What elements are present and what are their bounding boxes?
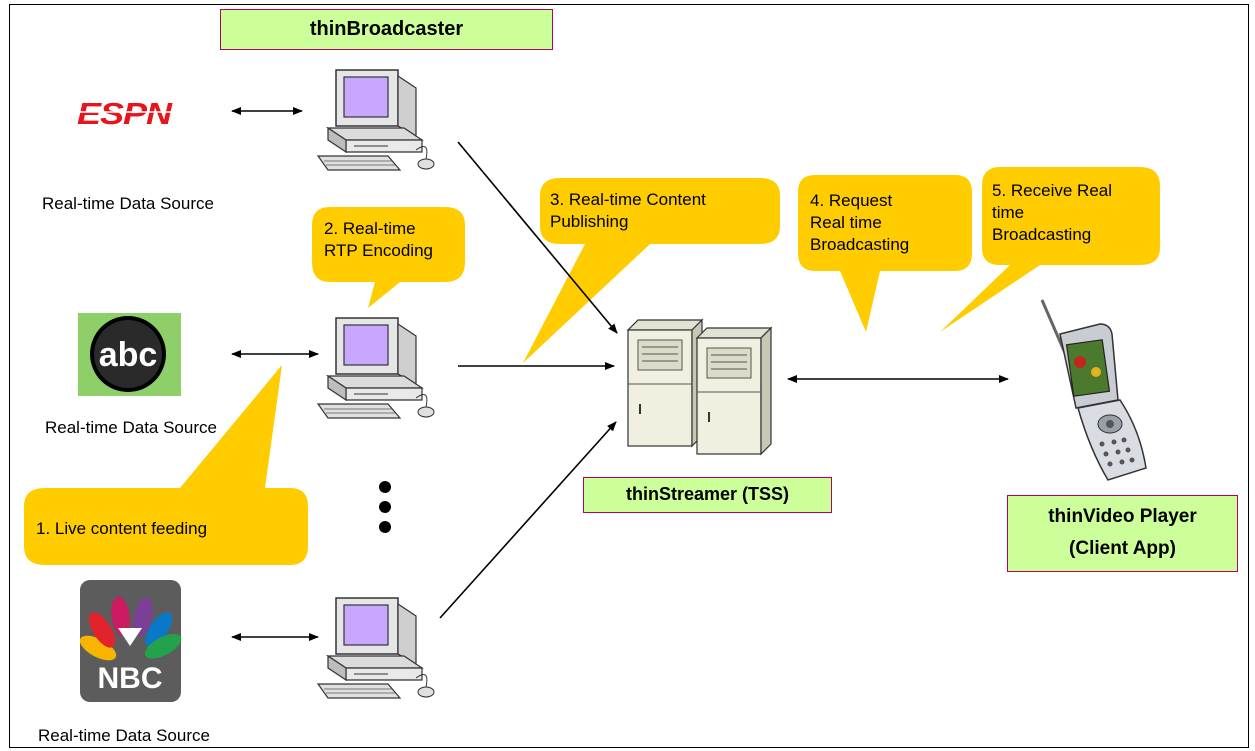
callout-4-line1: 4. Request: [810, 191, 893, 210]
callout-5-line3: Broadcasting: [992, 225, 1092, 244]
computer-icon-2: [317, 317, 435, 419]
callout-4-text: 4. Request Real time Broadcasting: [810, 190, 909, 256]
callout-5-line2: time: [992, 203, 1025, 222]
player-title-line1: thinVideo Player: [1048, 506, 1197, 527]
ellipsis-dot-2: [379, 501, 391, 513]
streamer-title: thinStreamer (TSS): [583, 477, 832, 513]
callout-2-text: 2. Real-time RTP Encoding: [324, 218, 433, 262]
broadcaster-title: thinBroadcaster: [220, 9, 553, 50]
player-title-line2: (Client App): [1069, 538, 1176, 559]
callout-5-line1: 5. Receive Real: [992, 181, 1113, 200]
callout-4-line2: Real time: [810, 213, 882, 232]
callout-1-bubble: [24, 365, 308, 565]
player-title: thinVideo Player (Client App): [1007, 495, 1238, 572]
callout-2-bubble: [312, 207, 465, 308]
svg-text:NBC: NBC: [98, 662, 163, 695]
server-icon: [626, 318, 773, 456]
callout-2-line1: 2. Real-time: [324, 219, 416, 238]
computer-icon-1: [317, 69, 435, 171]
arrow-pc1-streamer: [457, 141, 618, 334]
source-label-espn: Real-time Data Source: [42, 194, 214, 213]
callout-4-bubble: [798, 175, 972, 332]
callout-1-text: 1. Live content feeding: [36, 519, 208, 538]
source-label-nbc: Real-time Data Source: [38, 726, 210, 745]
callout-5-text: 5. Receive Real time Broadcasting: [992, 180, 1112, 246]
espn-logo: ESPN: [77, 97, 174, 131]
ellipsis-dot-3: [379, 521, 391, 533]
callout-3-bubble: [523, 178, 780, 363]
callout-5-bubble: [940, 167, 1160, 332]
source-label-abc: Real-time Data Source: [45, 418, 217, 437]
callout-3-line1: 3. Real-time Content: [550, 190, 706, 209]
callout-3-text: 3. Real-time Content Publishing: [550, 189, 706, 233]
callout-3-line2: Publishing: [550, 212, 629, 231]
callout-2-line2: RTP Encoding: [324, 241, 433, 260]
nbc-logo: NBC: [79, 580, 182, 702]
computer-icon-3: [317, 597, 435, 699]
callout-4-line3: Broadcasting: [810, 235, 910, 254]
diagram-frame: [9, 4, 1249, 748]
svg-text:abc: abc: [99, 336, 158, 374]
abc-logo: abc: [78, 313, 181, 396]
flip-phone-icon: [1040, 299, 1147, 481]
ellipsis-dot-1: [379, 481, 391, 493]
svg-text:ESPN: ESPN: [77, 97, 173, 131]
arrow-pc3-streamer: [439, 421, 617, 619]
